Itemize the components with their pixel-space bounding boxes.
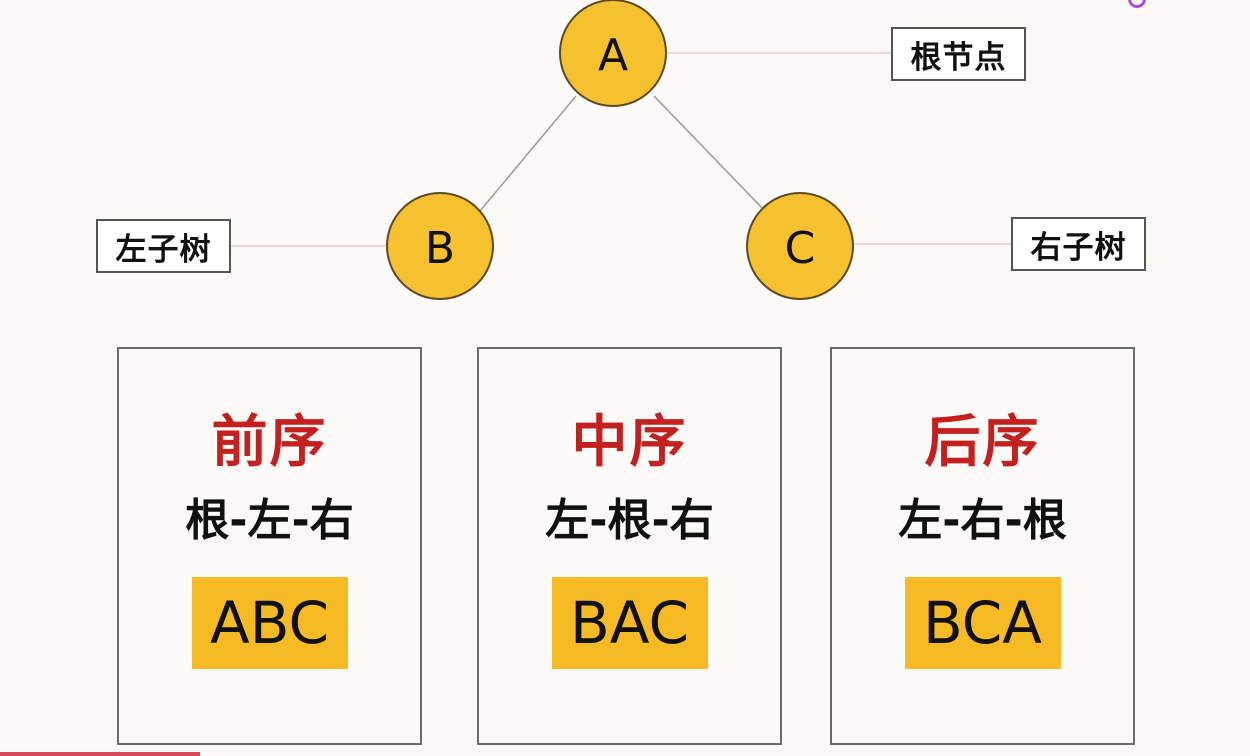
- inorder-title: 中序: [571, 409, 688, 475]
- tree-node-b: B: [386, 192, 494, 300]
- inorder-result: BAC: [551, 577, 708, 669]
- edge-a-c: [653, 95, 766, 212]
- node-circle-b: [386, 192, 494, 300]
- tree-node-a: A: [559, 0, 667, 107]
- preorder-card: 前序 根-左-右 ABC: [117, 347, 422, 745]
- binary-tree-diagram: A B C: [230, 0, 1012, 300]
- preorder-rule: 根-左-右: [185, 495, 354, 546]
- postorder-title: 后序: [924, 409, 1041, 475]
- postorder-result: BCA: [904, 577, 1061, 669]
- postorder-rule: 左-右-根: [898, 495, 1067, 546]
- node-circle-a: [559, 0, 667, 107]
- progress-bar: [0, 752, 200, 756]
- left-subtree-label: 左子树: [96, 219, 231, 273]
- root-node-label: 根节点: [891, 27, 1026, 81]
- preorder-result: ABC: [191, 577, 348, 669]
- inorder-rule: 左-根-右: [545, 495, 714, 546]
- node-label-b: B: [425, 223, 455, 274]
- tree-node-c: C: [746, 192, 854, 300]
- right-subtree-label: 右子树: [1011, 217, 1146, 271]
- preorder-title: 前序: [211, 409, 328, 475]
- node-label-a: A: [598, 30, 628, 81]
- postorder-card: 后序 左-右-根 BCA: [830, 347, 1135, 745]
- node-circle-c: [746, 192, 854, 300]
- inorder-card: 中序 左-根-右 BAC: [477, 347, 782, 745]
- edge-a-b: [479, 95, 577, 212]
- node-label-c: C: [785, 223, 816, 274]
